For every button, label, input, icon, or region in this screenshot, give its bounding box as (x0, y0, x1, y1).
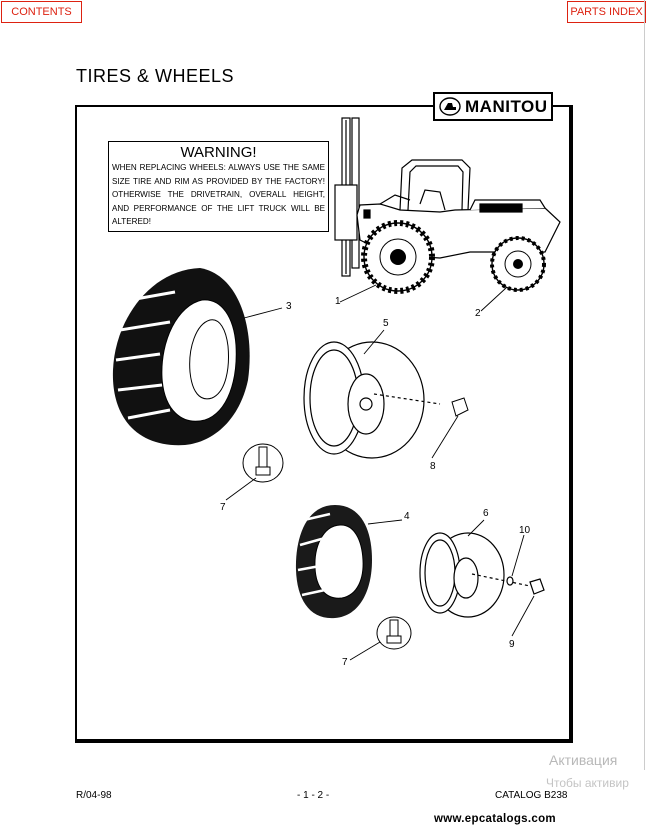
callout-7-upper: 7 (220, 502, 226, 513)
warning-title: WARNING! (180, 144, 257, 161)
callout-2: 2 (475, 308, 481, 319)
footer-page-number: - 1 - 2 - (297, 790, 330, 801)
callout-5: 5 (383, 318, 389, 329)
page-edge-divider (644, 0, 645, 770)
callout-8: 8 (430, 461, 436, 472)
lug-nut-drawing (451, 397, 469, 417)
activation-watermark-line2: Чтобы активир (546, 776, 629, 790)
callout-10: 10 (519, 525, 531, 536)
footer-revision: R/04-98 (76, 790, 112, 801)
callout-9: 9 (509, 639, 515, 650)
small-tire-drawing (295, 505, 372, 619)
site-url: www.epcatalogs.com (434, 813, 556, 825)
footer-catalog: CATALOG B238 (495, 790, 568, 801)
forklift-rear-tire (490, 236, 546, 292)
warning-box: WARNING! WHEN REPLACING WHEELS: ALWAYS U… (108, 141, 329, 232)
activation-watermark-line1: Активация (549, 752, 618, 768)
manitou-logo: MANITOU (433, 92, 553, 121)
callout-leaders (225, 284, 535, 661)
parts-index-button[interactable]: PARTS INDEX (567, 1, 646, 23)
callout-4: 4 (404, 511, 410, 522)
forklift-front-tire (361, 220, 435, 294)
warning-text: WHEN REPLACING WHEELS: ALWAYS USE THE SA… (112, 163, 325, 227)
logo-word: MANITOU (465, 96, 548, 116)
large-rim-drawing (303, 341, 441, 459)
manitou-emblem-icon (439, 97, 461, 116)
illustration-frame (75, 105, 573, 743)
callout-7-lower: 7 (342, 657, 348, 668)
small-rim-drawing (419, 532, 545, 618)
valve-stem-drawing (242, 443, 412, 650)
callout-3: 3 (286, 301, 292, 312)
callout-6: 6 (483, 508, 489, 519)
page-title: TIRES & WHEELS (76, 66, 235, 86)
contents-button[interactable]: CONTENTS (1, 1, 82, 23)
tractor-tire-drawing (112, 268, 250, 446)
callout-1: 1 (335, 296, 341, 307)
